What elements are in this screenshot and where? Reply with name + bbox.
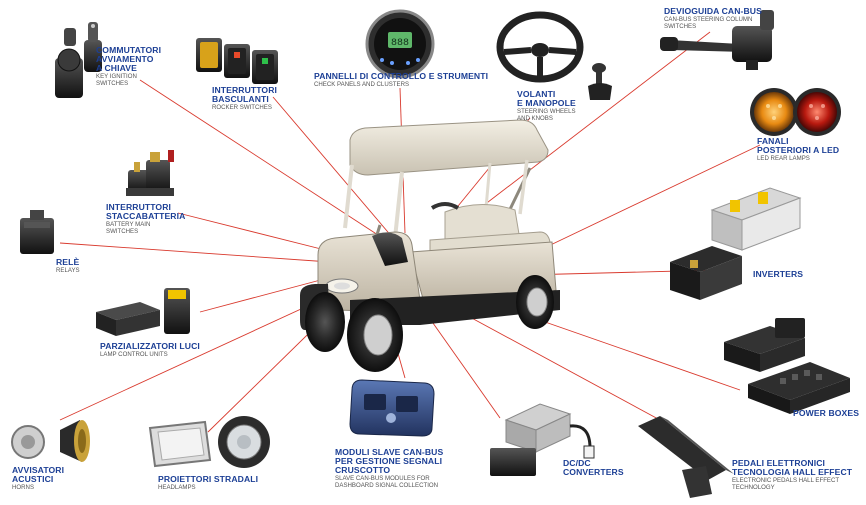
label-can-slave-modules: MODULI SLAVE CAN-bus PER GESTIONE SEGNAL… xyxy=(335,447,444,490)
power-boxes-title-1: POWER BOXES xyxy=(793,408,860,418)
label-horns: AVVISATORI ACUSTICI HORNS xyxy=(12,465,65,492)
horn-icon xyxy=(11,420,90,462)
relays-sub-1: RELAYS xyxy=(56,267,80,275)
pedals-sub-1: ELECTRONIC PEDALS HALL EFFECT xyxy=(732,477,840,485)
pedals-title-1: PEDALI ELETTRONICI xyxy=(732,458,825,468)
label-dcdc-converters: DC/DC CONVERTERS xyxy=(563,458,624,478)
battery-sub-1: BATTERY MAIN xyxy=(106,221,151,229)
slave-title-2: PER GESTIONE SEGNALI xyxy=(335,456,443,467)
electronic-pedal-icon xyxy=(638,416,734,498)
ignition-title-3: A CHIAVE xyxy=(96,63,137,74)
label-electronic-pedals: PEDALI ELETTRONICI TECNOLOGIA HALL EFFEC… xyxy=(732,458,853,492)
headlamps-title-1: PROIETTORI STRADALI xyxy=(158,474,259,484)
power-box-icon xyxy=(724,318,850,414)
led-title-1: FANALI xyxy=(757,136,789,146)
slave-sub-1: SLAVE CAN-bus MODULES FOR xyxy=(335,475,430,483)
label-inverters: INVERTERS xyxy=(753,269,804,279)
horns-title-1: AVVISATORI xyxy=(12,465,65,475)
column-sub-1: CAN-bus STEERING COLUMN xyxy=(664,16,753,24)
label-relays: RELÈ RELAYS xyxy=(56,257,80,275)
lamp-control-title-1: PARZIALIZZATORI LUCI xyxy=(100,341,200,351)
instrument-panel-icon: 888 xyxy=(365,9,435,79)
ignition-title-2: AVVIAMENTO xyxy=(96,54,154,65)
label-ignition-switches: COMMUTATORI AVVIAMENTO A CHIAVE KEY IGNI… xyxy=(96,45,162,88)
steering-column-switch-icon xyxy=(660,10,774,70)
led-title-2: POSTERIORI A LED xyxy=(757,145,840,156)
panel-display-readout: 888 xyxy=(391,38,409,49)
relays-title-1: RELÈ xyxy=(56,257,80,267)
battery-sub-2: SWITCHES xyxy=(106,228,139,236)
label-led-rear-lamps: FANALI POSTERIORI A LED LED REAR LAMPS xyxy=(757,136,840,163)
panels-sub-1: CHECK PANELS AND CLUSTERS xyxy=(314,81,410,89)
label-battery-switches: INTERRUTTORI STACCABATTERIA BATTERY MAIN… xyxy=(106,202,186,236)
panels-title-1: PANNELLI DI CONTROLLO e STRUMENTI xyxy=(314,71,489,81)
label-lamp-control-units: PARZIALIZZATORI LUCI LAMP CONTROL UNITS xyxy=(100,341,200,359)
rocker-switch-icon xyxy=(196,38,278,84)
ignition-sub-1: KEY IGNITION xyxy=(96,73,137,81)
pedals-title-2: TECNOLOGIA HALL EFFECT xyxy=(732,467,853,478)
steering-title-1: VOLANTI xyxy=(517,89,556,99)
column-sub-2: SWITCHES xyxy=(664,23,697,31)
horns-title-2: ACUSTICI xyxy=(12,474,54,485)
led-rear-lamp-icon xyxy=(750,88,841,136)
label-power-boxes: POWER BOXES xyxy=(793,408,860,418)
lamp-control-sub-1: LAMP CONTROL UNITS xyxy=(100,351,168,359)
headlamp-icon xyxy=(148,416,270,468)
steering-sub-2: AND KNOBS xyxy=(517,115,553,123)
inverters-title-1: INVERTERS xyxy=(753,269,804,279)
can-slave-module-icon xyxy=(349,379,435,437)
steering-sub-1: STEERING WHEELS xyxy=(517,108,576,116)
slave-title-3: CRUSCOTTO xyxy=(335,465,391,476)
label-rocker-switches: INTERRUTTORI BASCULANTI ROCKER SWITCHES xyxy=(212,85,278,112)
label-steering-wheels: VOLANTI E MANOPOLE STEERING WHEELS AND K… xyxy=(517,89,576,123)
ignition-title-1: COMMUTATORI xyxy=(96,45,162,55)
label-headlamps: PROIETTORI STRADALI HEADLAMPS xyxy=(158,474,259,492)
led-sub-1: LED REAR LAMPS xyxy=(757,155,810,163)
golf-cart xyxy=(300,119,560,372)
column-title-1: DEVIOGUIDA CAN-bus xyxy=(664,6,762,16)
battery-switch-icon xyxy=(126,150,174,196)
slave-sub-2: DASHBOARD SIGNAL COLLECTION xyxy=(335,482,439,490)
label-steering-column-switches: DEVIOGUIDA CAN-bus CAN-bus STEERING COLU… xyxy=(664,6,762,31)
slave-title-1: MODULI SLAVE CAN-bus xyxy=(335,447,444,457)
steering-title-2: E MANOPOLE xyxy=(517,98,576,109)
inverter-icon xyxy=(670,187,802,300)
battery-title-1: INTERRUTTORI xyxy=(106,202,172,212)
ignition-sub-2: SWITCHES xyxy=(96,80,129,88)
steering-wheel-icon xyxy=(496,11,612,100)
relay-icon xyxy=(20,210,54,254)
rocker-title-2: BASCULANTI xyxy=(212,94,269,105)
label-check-panels: PANNELLI DI CONTROLLO e STRUMENTI CHECK … xyxy=(314,71,489,89)
pedals-sub-2: TECHNOLOGY xyxy=(732,484,775,492)
lamp-control-unit-icon xyxy=(96,288,190,336)
ignition-switch-icon xyxy=(55,22,102,98)
horns-sub-1: HORNS xyxy=(12,484,35,492)
headlamps-sub-1: HEADLAMPS xyxy=(158,484,196,492)
dcdc-title-1: DC/DC xyxy=(563,458,591,468)
dcdc-title-2: CONVERTERS xyxy=(563,467,624,478)
rocker-title-1: INTERRUTTORI xyxy=(212,85,278,95)
battery-title-2: STACCABATTERIA xyxy=(106,211,186,222)
rocker-sub-1: ROCKER SWITCHES xyxy=(212,104,272,112)
dcdc-converter-icon xyxy=(490,403,595,476)
